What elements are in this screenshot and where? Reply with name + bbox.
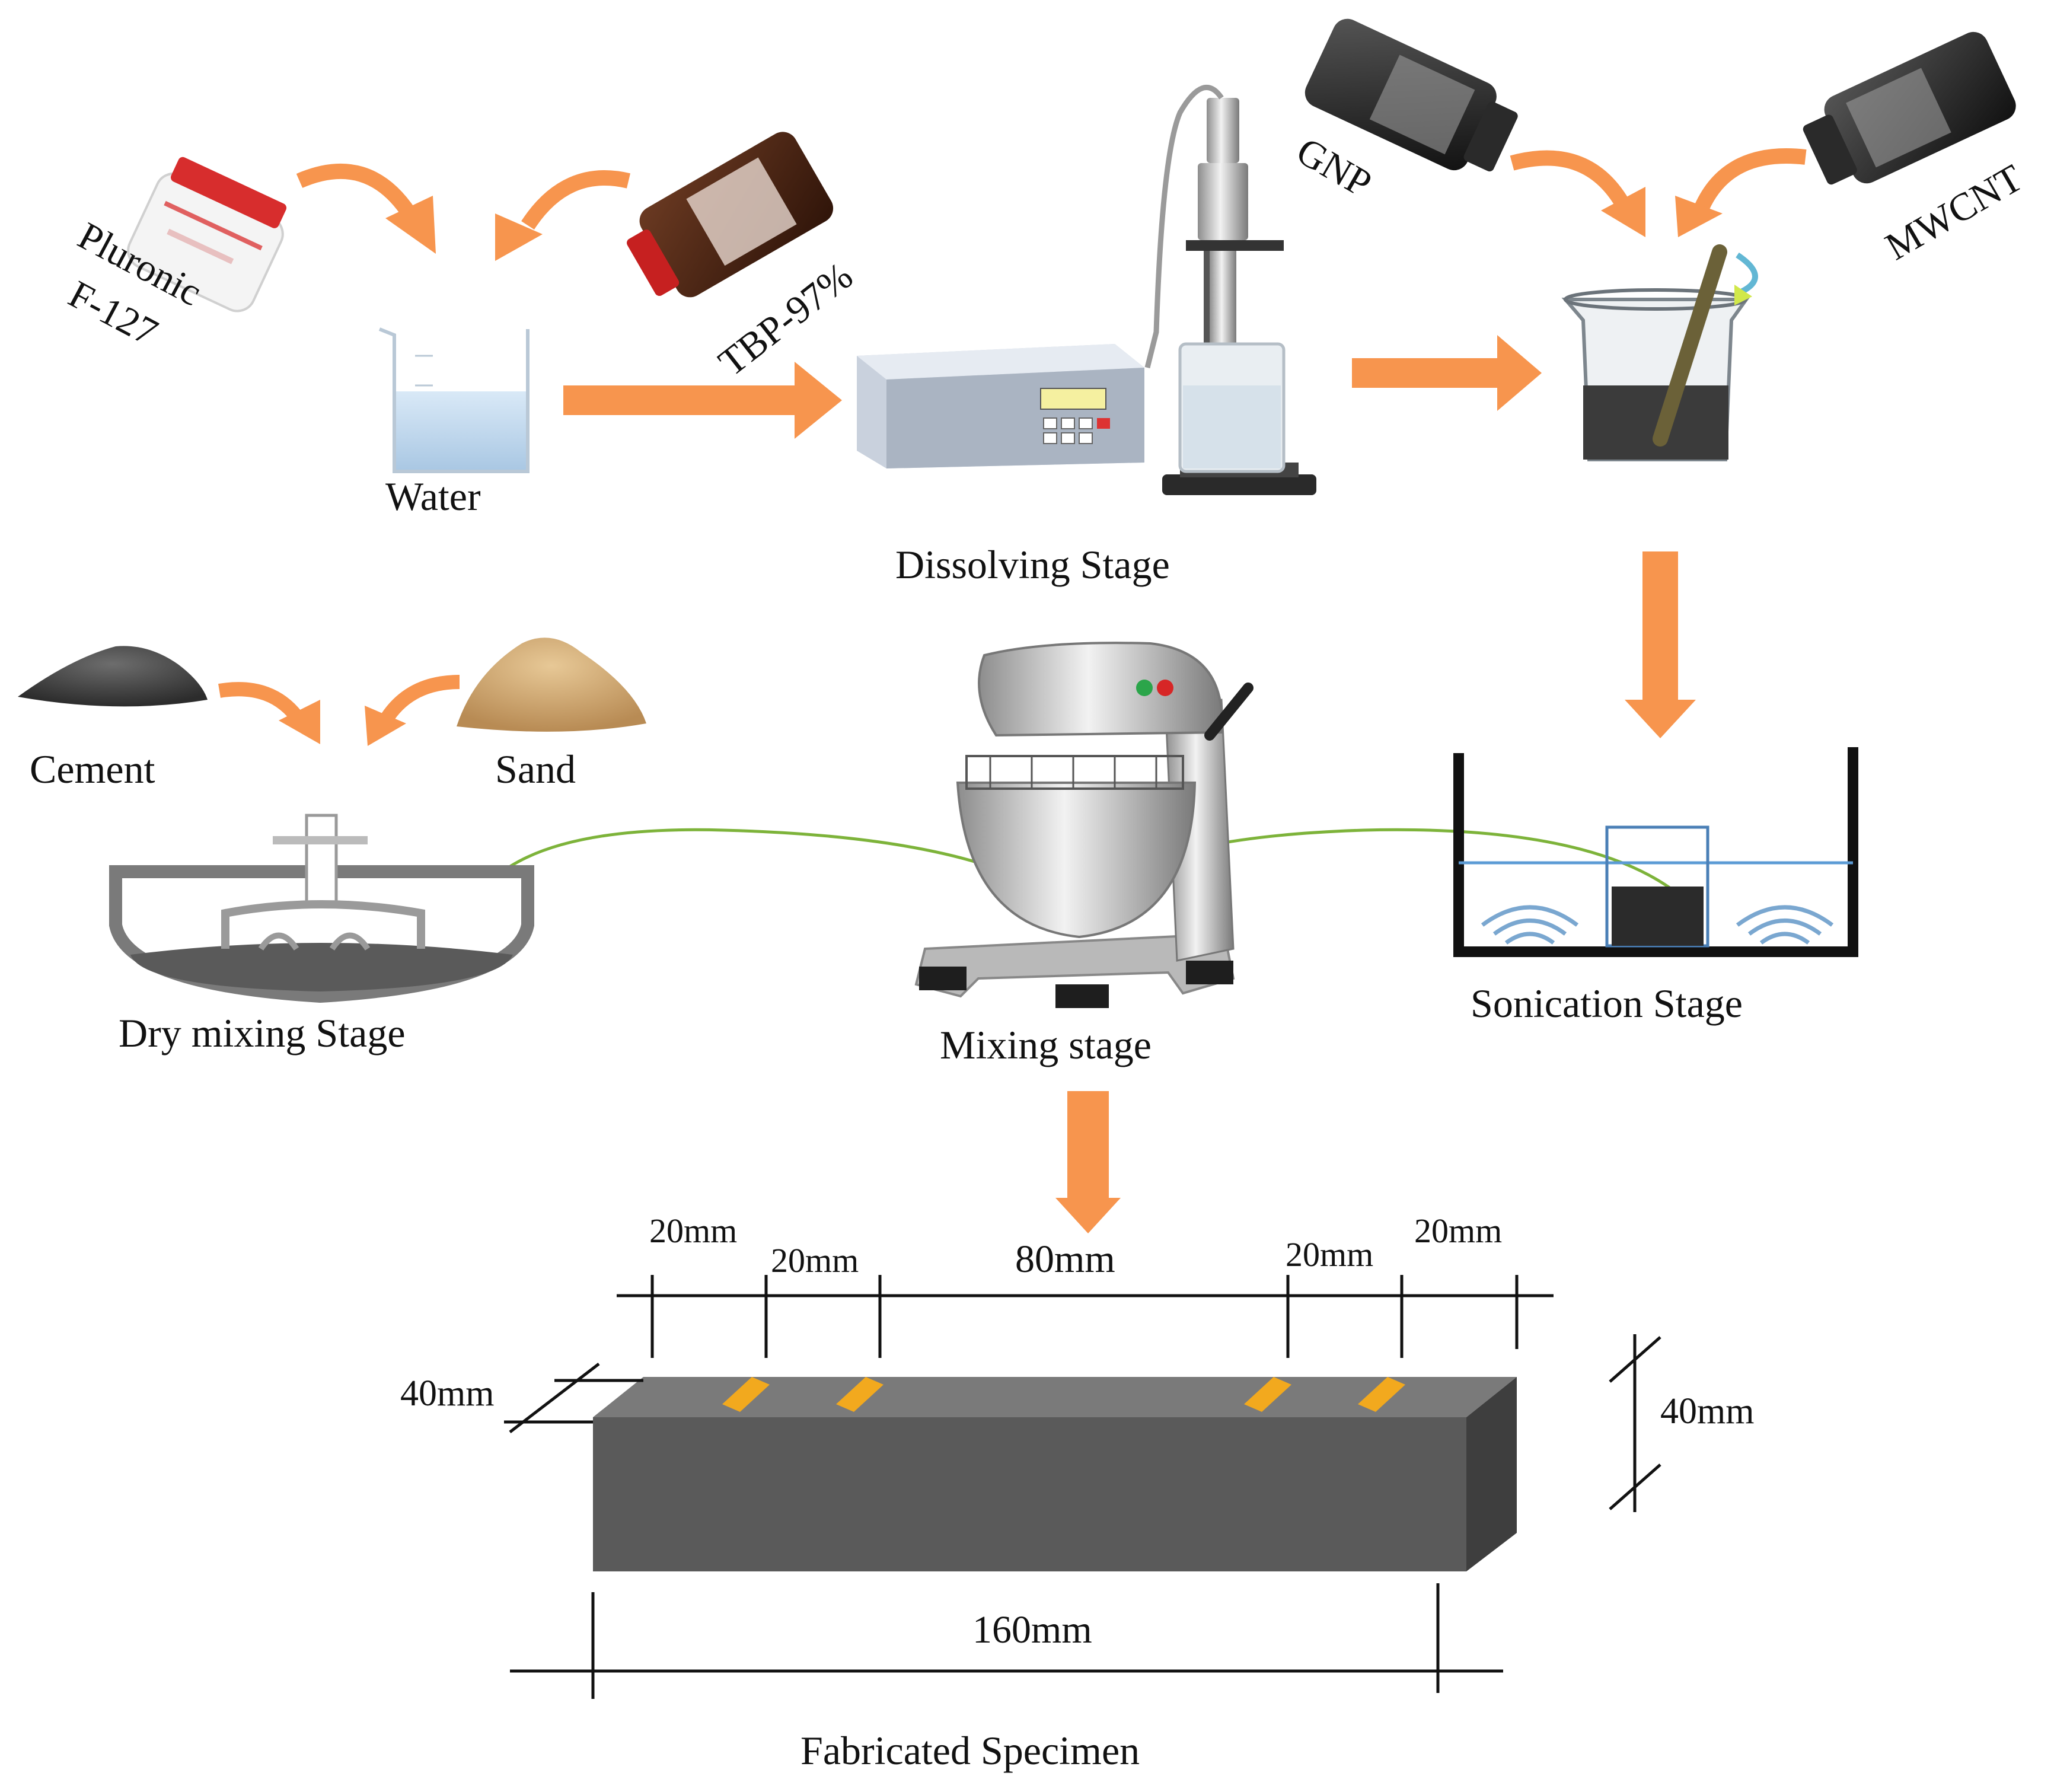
flow-arrows bbox=[218, 148, 1807, 1233]
homogenizer-icon bbox=[857, 84, 1316, 495]
cement-pile-icon bbox=[18, 646, 208, 707]
dim-label-4: 20mm bbox=[1286, 1235, 1373, 1274]
top-dimension-lines bbox=[617, 1275, 1554, 1358]
arrow-mixer-to-specimen bbox=[1067, 1091, 1109, 1204]
water-beaker-icon bbox=[378, 327, 530, 473]
sonication-bath-icon bbox=[1453, 747, 1858, 957]
arrow-cement-to-drymix bbox=[218, 682, 305, 725]
length-label: 160mm bbox=[972, 1608, 1092, 1651]
dim-label-5: 20mm bbox=[1414, 1211, 1502, 1250]
length-dimension bbox=[510, 1583, 1503, 1699]
arrow-head bbox=[365, 706, 406, 746]
arrow-sand-to-drymix bbox=[379, 675, 460, 725]
depth-dimension bbox=[504, 1363, 643, 1433]
water-label: Water bbox=[385, 474, 481, 519]
specimen-side-face bbox=[1466, 1377, 1517, 1571]
dim-label-3: 80mm bbox=[1015, 1238, 1115, 1281]
fabricated-specimen-label: Fabricated Specimen bbox=[800, 1728, 1140, 1773]
mwcnt-bottle-icon bbox=[1803, 31, 2016, 185]
arrow-mwcnt-to-beaker bbox=[1695, 148, 1807, 211]
depth-label: 40mm bbox=[400, 1373, 494, 1414]
arrow-head bbox=[495, 213, 543, 261]
arrow-pluronic-to-water bbox=[296, 163, 416, 218]
specimen-front-face bbox=[593, 1417, 1466, 1571]
arrow-dissolving-to-dispersion bbox=[1352, 358, 1500, 388]
cement-label: Cement bbox=[30, 747, 155, 792]
dissolving-stage-label: Dissolving Stage bbox=[895, 542, 1170, 587]
sand-label: Sand bbox=[495, 747, 576, 792]
planetary-mixer-icon bbox=[914, 642, 1254, 1008]
arrow-tbp-to-water bbox=[521, 170, 631, 230]
pluronic-jar-icon bbox=[127, 157, 287, 313]
sand-pile-icon bbox=[457, 637, 646, 732]
arrow-head bbox=[279, 700, 320, 744]
arrow-water-to-dissolving bbox=[563, 385, 795, 415]
arrow-head bbox=[1055, 1198, 1121, 1233]
green-curve-drymix-to-mixer bbox=[473, 828, 1045, 903]
strain-gauge-3 bbox=[1244, 1377, 1291, 1412]
gnp-label: GNP bbox=[1289, 129, 1379, 206]
arrow-gnp-to-beaker bbox=[1510, 150, 1632, 212]
arrow-head bbox=[1497, 335, 1542, 411]
strain-gauge-1 bbox=[722, 1377, 770, 1412]
height-dimension bbox=[1609, 1334, 1661, 1512]
strain-gauge-2 bbox=[836, 1377, 884, 1412]
strain-gauge-4 bbox=[1358, 1377, 1405, 1412]
arrow-head bbox=[1625, 700, 1696, 738]
mixing-stage-label: Mixing stage bbox=[940, 1022, 1152, 1067]
height-label: 40mm bbox=[1660, 1391, 1754, 1431]
arrow-head bbox=[1601, 187, 1645, 237]
dry-mixing-stage-label: Dry mixing Stage bbox=[119, 1010, 406, 1056]
specimen-prism bbox=[593, 1377, 1517, 1571]
gnp-bottle-icon bbox=[1304, 18, 1518, 172]
arrow-head bbox=[385, 196, 436, 254]
tbp-bottle-icon bbox=[627, 132, 834, 298]
mwcnt-label: MWCNT bbox=[1878, 156, 2030, 269]
dim-label-2: 20mm bbox=[771, 1241, 859, 1280]
sonication-stage-label: Sonication Stage bbox=[1471, 981, 1743, 1026]
arrow-beaker-to-sonication bbox=[1642, 551, 1678, 703]
dim-label-1: 20mm bbox=[649, 1211, 737, 1250]
arrow-head bbox=[1675, 196, 1723, 237]
dry-mixing-bowl-icon bbox=[109, 814, 534, 1003]
arrow-head bbox=[795, 362, 842, 439]
dispersion-beaker-icon bbox=[1561, 244, 1758, 461]
